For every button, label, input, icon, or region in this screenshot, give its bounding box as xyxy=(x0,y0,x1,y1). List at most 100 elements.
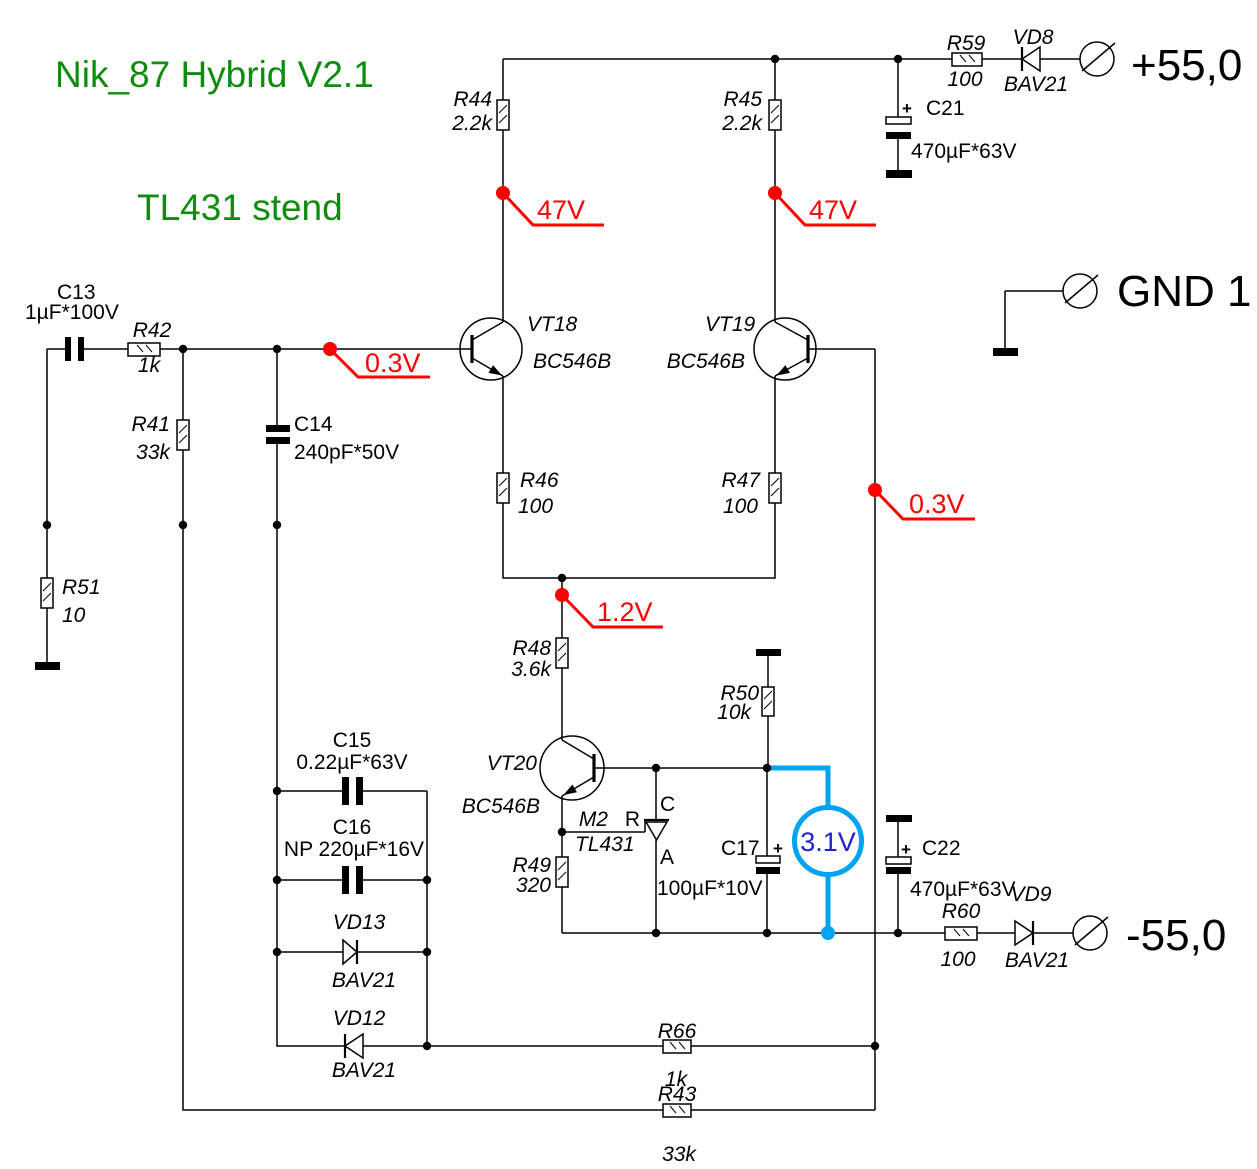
r51-value: 10 xyxy=(62,604,86,627)
vd12-part: BAV21 xyxy=(332,1059,396,1082)
vd9-part: BAV21 xyxy=(1005,949,1069,972)
wire-vt19-base-net xyxy=(808,348,876,1110)
c22-value: 470µF*63V xyxy=(910,878,1016,901)
r45-ref: R45 xyxy=(723,88,762,111)
vt19-part: BC546B xyxy=(667,350,745,373)
wire-rail-183 xyxy=(182,349,875,1111)
vd8-part: BAV21 xyxy=(1004,73,1068,96)
vt18-part: BC546B xyxy=(533,350,611,373)
vd13-part: BAV21 xyxy=(332,969,396,992)
meter-wire xyxy=(767,765,831,928)
resistor-r46 xyxy=(496,472,510,504)
c17-ref: C17 xyxy=(721,837,760,860)
capacitor-c14 xyxy=(266,425,290,444)
m2-ref: M2 xyxy=(579,808,608,831)
vd8-ref: VD8 xyxy=(1013,26,1054,49)
capacitor-c21 xyxy=(885,116,912,139)
c13-ref: C13 xyxy=(57,281,96,304)
resistor-r51 xyxy=(40,577,54,609)
diode-vd12 xyxy=(343,1032,364,1060)
tl431-pin-r: R xyxy=(625,808,640,831)
voltmeter-3v1 xyxy=(767,765,864,940)
probe-47v-left-label: 47V xyxy=(537,195,585,225)
ground-bar-r51 xyxy=(35,662,60,670)
r49-value: 320 xyxy=(516,874,551,897)
r47-value: 100 xyxy=(723,495,758,518)
r44-value: 2.2k xyxy=(451,112,493,135)
probe-47v-left xyxy=(496,186,604,227)
transistor-vt18 xyxy=(459,317,523,381)
c21-value: 470µF*63V xyxy=(911,140,1017,163)
rail-bar-r50 xyxy=(756,649,781,656)
meter-probe-dot xyxy=(821,926,835,940)
probe-03v-left-label: 0.3V xyxy=(365,348,421,378)
capacitor-c17 xyxy=(755,855,781,874)
probe-47v-right xyxy=(768,186,876,227)
vt18-ref: VT18 xyxy=(527,313,578,336)
wires xyxy=(46,58,1080,1111)
resistor-r49 xyxy=(555,856,569,888)
resistor-r41 xyxy=(176,419,190,451)
wire-emitter-net xyxy=(502,376,776,579)
c21-plus: + xyxy=(902,99,912,118)
c15-value: 0.22µF*63V xyxy=(296,751,407,774)
c17-value: 100µF*10V xyxy=(657,877,763,900)
terminal-positive-label: +55,0 xyxy=(1131,41,1242,90)
title-sub: TL431 stend xyxy=(137,187,343,228)
r60-ref: R60 xyxy=(942,900,981,923)
capacitor-c16 xyxy=(342,866,363,894)
r48-ref: R48 xyxy=(512,637,551,660)
resistor-r43 xyxy=(662,1103,692,1118)
r46-value: 100 xyxy=(518,495,553,518)
resistor-r60 xyxy=(944,926,978,941)
resistor-r59 xyxy=(951,52,983,67)
r48-value: 3.6k xyxy=(511,658,552,681)
regulator-tl431 xyxy=(644,818,669,842)
r59-ref: R59 xyxy=(947,32,986,55)
r66-ref: R66 xyxy=(658,1020,697,1043)
c14-value: 240pF*50V xyxy=(294,441,399,464)
rail-bar-c22 xyxy=(886,815,912,822)
terminal-negative xyxy=(1072,915,1109,951)
voltmeter-value: 3.1V xyxy=(800,827,856,857)
r43-value: 33k xyxy=(662,1143,697,1166)
r49-ref: R49 xyxy=(512,854,551,877)
r66-value: 1k xyxy=(665,1068,689,1091)
resistor-r47 xyxy=(768,472,782,504)
probe-03v-right-label: 0.3V xyxy=(909,489,965,519)
r44-ref: R44 xyxy=(453,88,492,111)
c17-plus: + xyxy=(773,839,783,858)
c22-ref: C22 xyxy=(922,837,961,860)
ground-bar-c21 xyxy=(886,170,912,178)
r42-value: 1k xyxy=(138,354,162,377)
r42-ref: R42 xyxy=(133,319,172,342)
vd9-ref: VD9 xyxy=(1011,883,1052,906)
c21-ref: C21 xyxy=(926,97,965,120)
probe-12v-label: 1.2V xyxy=(597,597,653,627)
r46-ref: R46 xyxy=(520,469,559,492)
wire-gnd1 xyxy=(1004,290,1063,348)
c16-value: NP 220µF*16V xyxy=(284,838,424,861)
probe-03v-left xyxy=(323,342,430,379)
resistor-r66 xyxy=(662,1039,692,1054)
r50-value: 10k xyxy=(717,701,752,724)
vt19-ref: VT19 xyxy=(705,313,756,336)
diode-vd8 xyxy=(1020,45,1041,73)
terminal-gnd1-label: GND 1 xyxy=(1117,267,1251,316)
probe-03v-right xyxy=(868,483,975,521)
transistor-vt19 xyxy=(753,317,817,381)
r50-ref: R50 xyxy=(720,682,759,705)
r43-ref: R43 xyxy=(658,1083,697,1106)
m2-part: TL431 xyxy=(575,833,635,856)
r47-ref: R47 xyxy=(721,469,761,492)
probe-12v xyxy=(555,588,663,629)
r41-ref: R41 xyxy=(131,413,170,436)
meter-circle xyxy=(792,805,864,877)
probe-47v-right-label: 47V xyxy=(809,195,857,225)
vt20-ref: VT20 xyxy=(487,752,538,775)
diode-vd13 xyxy=(342,938,359,966)
wire-rail-277 xyxy=(276,349,875,1047)
vd13-ref: VD13 xyxy=(333,911,386,934)
r60-value: 100 xyxy=(940,948,975,971)
